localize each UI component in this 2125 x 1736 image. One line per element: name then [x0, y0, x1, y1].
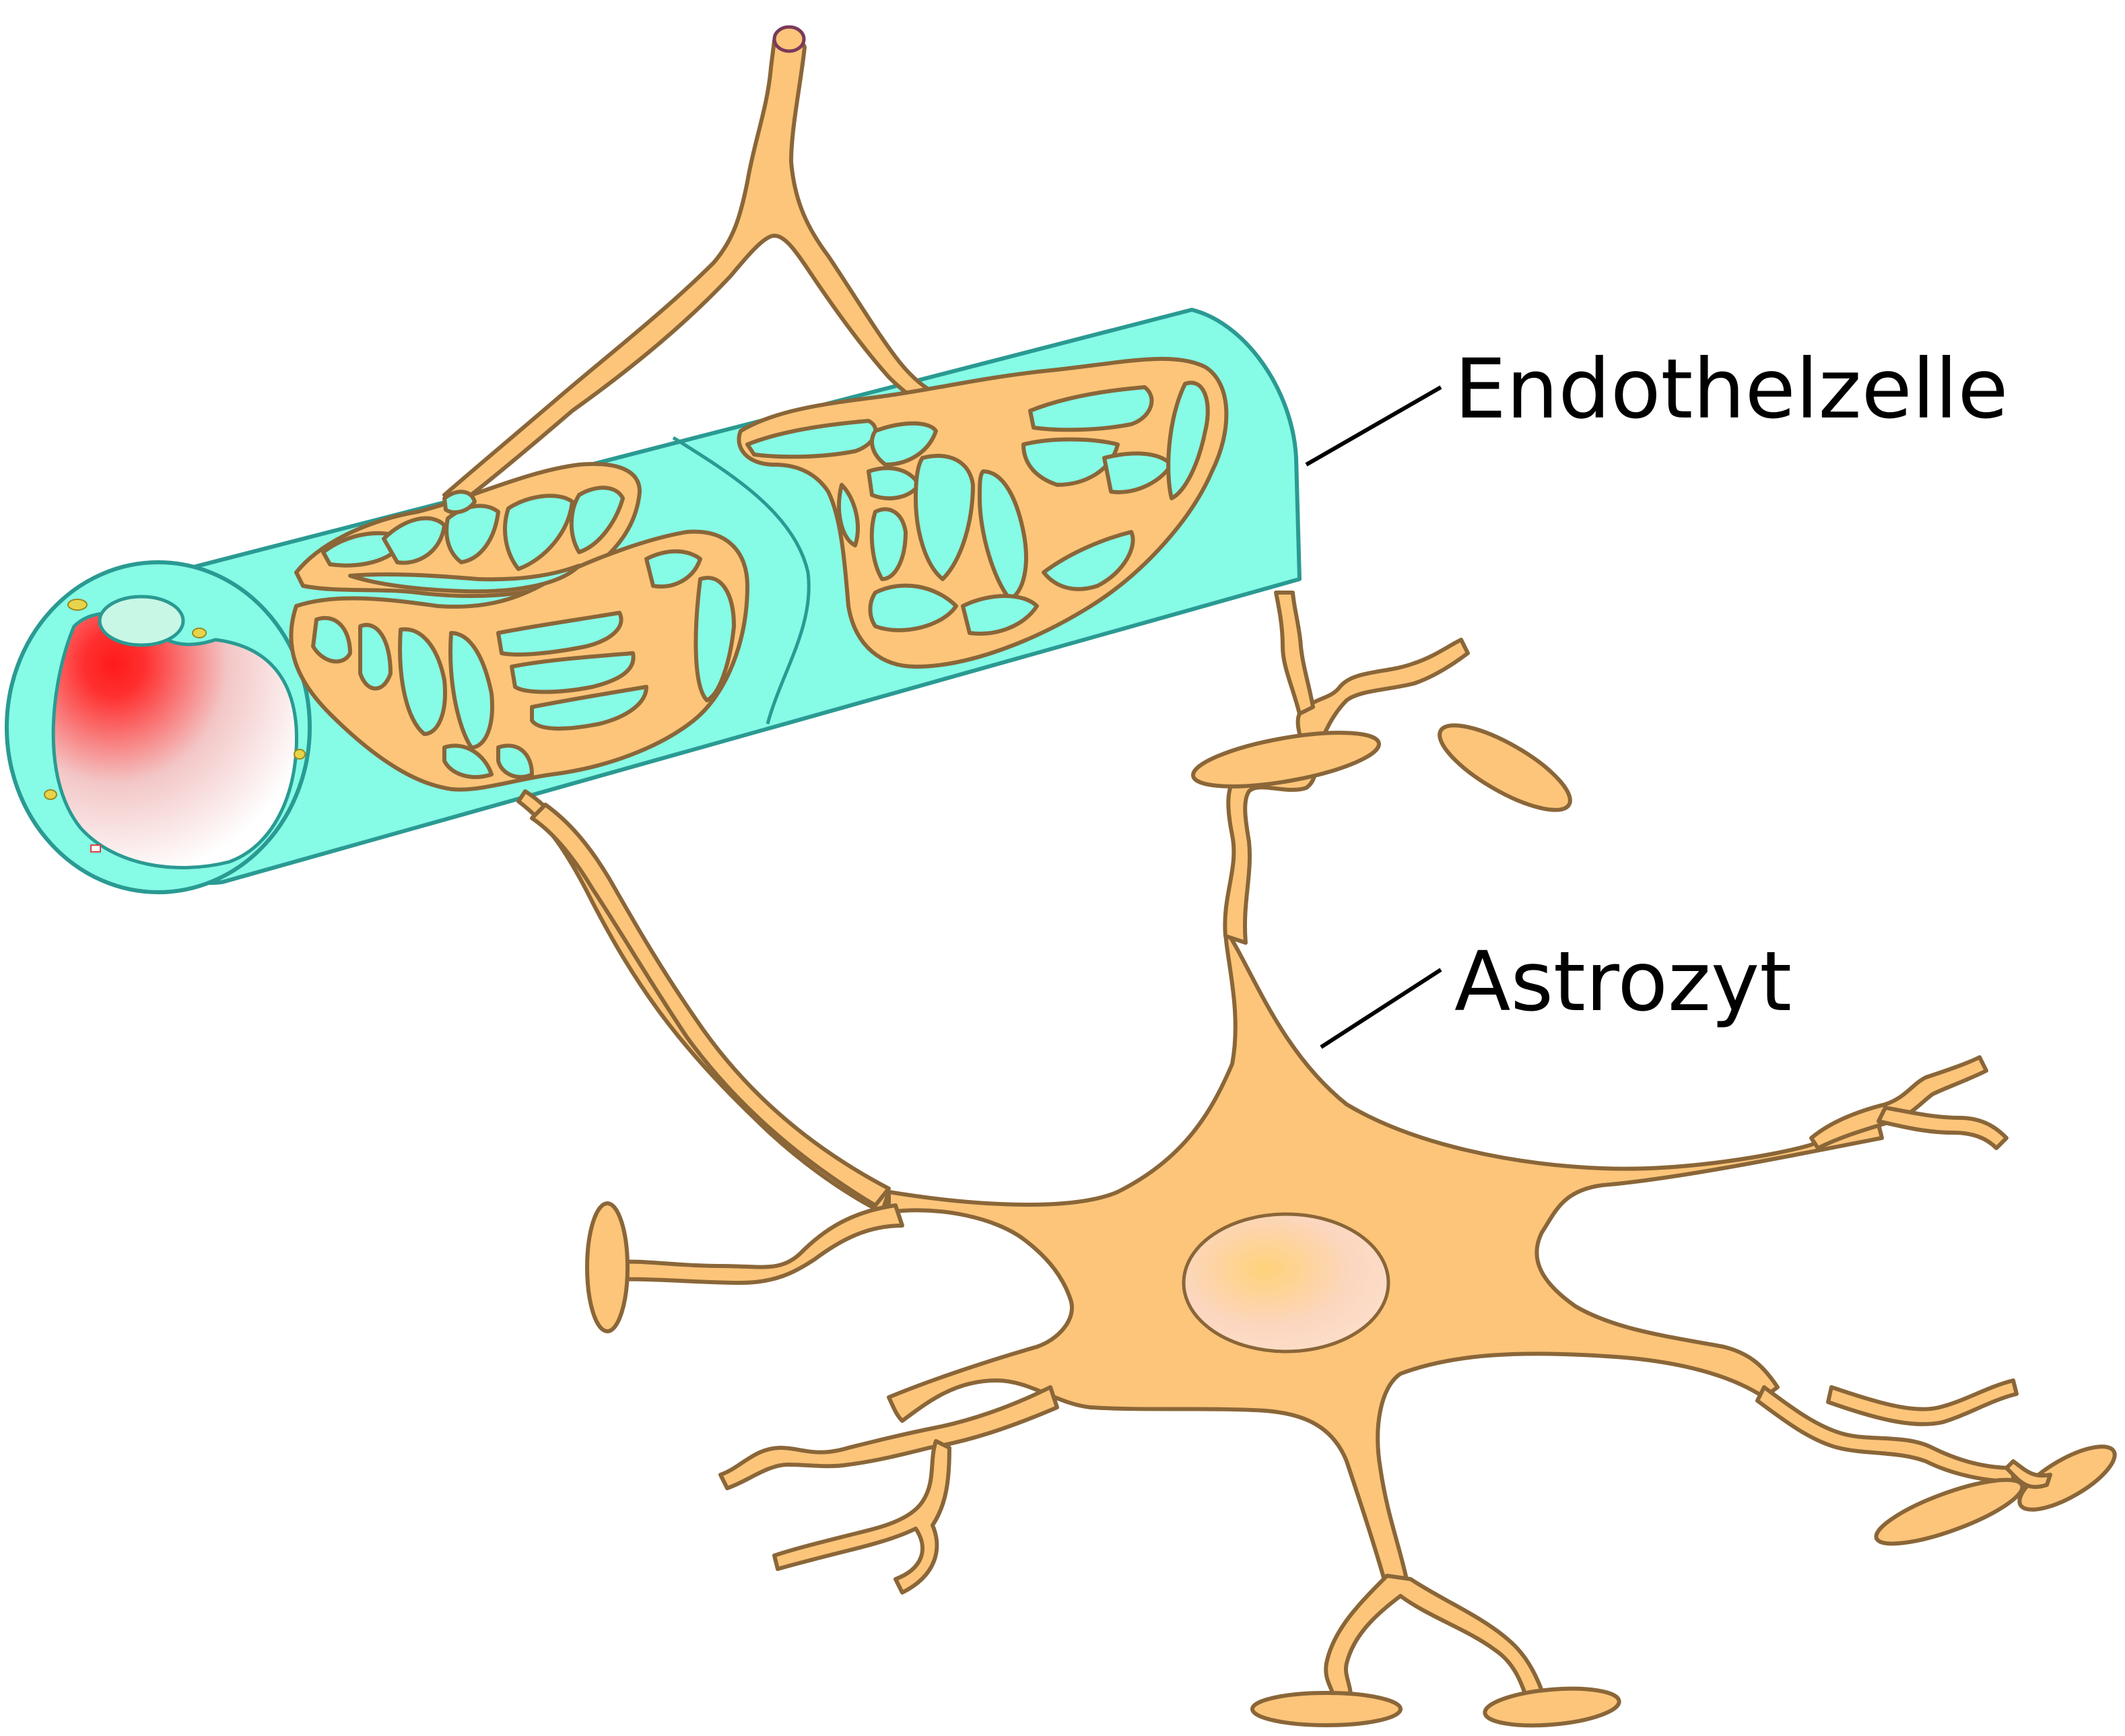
- leader-line-astrocyte: [1320, 968, 1442, 1049]
- organelle: [67, 599, 88, 611]
- process-tip: [772, 25, 806, 53]
- astrocyte-process-left: [611, 1203, 904, 1285]
- astrocyte-endfoot: [585, 1201, 630, 1333]
- label-endothelial-cell: Endothelzelle: [1305, 341, 2009, 467]
- astrocyte-endfoot: [1191, 731, 1381, 789]
- astrocyte-process-right-branch: [1826, 1378, 2019, 1426]
- astrocyte-endfoot: [1483, 1686, 1621, 1728]
- endothelial-nucleus: [98, 595, 185, 647]
- astrocyte-process-top: [442, 34, 965, 507]
- astrocyte-nucleus: [1182, 1212, 1390, 1354]
- organelle: [192, 628, 207, 638]
- astrocyte-process-lower-left: [718, 1385, 1059, 1490]
- endothelial-cell-boundary: [672, 436, 811, 725]
- astrocyte-process-right-upper-branch: [1877, 1106, 2009, 1150]
- astrocyte-cell-body: [887, 927, 1884, 1591]
- label-astrocyte: Astrozyt: [1320, 934, 1792, 1049]
- astrocyte-endfoot: [1438, 723, 1572, 812]
- astrocyte-process-lower-left-branch: [772, 1439, 951, 1595]
- label-astrocyte-text: Astrozyt: [1454, 934, 1792, 1030]
- astrocyte-process-upper: [1223, 638, 1470, 945]
- organelle: [44, 789, 57, 800]
- astrocyte-endfoot: [1250, 1691, 1403, 1727]
- astrocyte-process-bottom: [1324, 1574, 1547, 1706]
- astrocyte-endfoot: [2017, 1444, 2117, 1512]
- tight-junction: [90, 844, 101, 853]
- endfoot-holes: [311, 380, 1210, 779]
- astrocyte-process-long: [530, 803, 891, 1207]
- label-endothelial-text: Endothelzelle: [1454, 341, 2009, 437]
- organelle: [294, 749, 306, 760]
- leader-line-endothelial: [1305, 385, 1442, 467]
- astrocyte-process-right-tip: [2004, 1459, 2052, 1490]
- endfoot-patch: [289, 529, 749, 792]
- astrocyte-process-upper-stem: [1274, 591, 1315, 716]
- astrocyte: [516, 591, 2117, 1728]
- astrocyte-endfoot: [1874, 1477, 2025, 1546]
- astrocyte-endfeet-network: [289, 25, 1229, 792]
